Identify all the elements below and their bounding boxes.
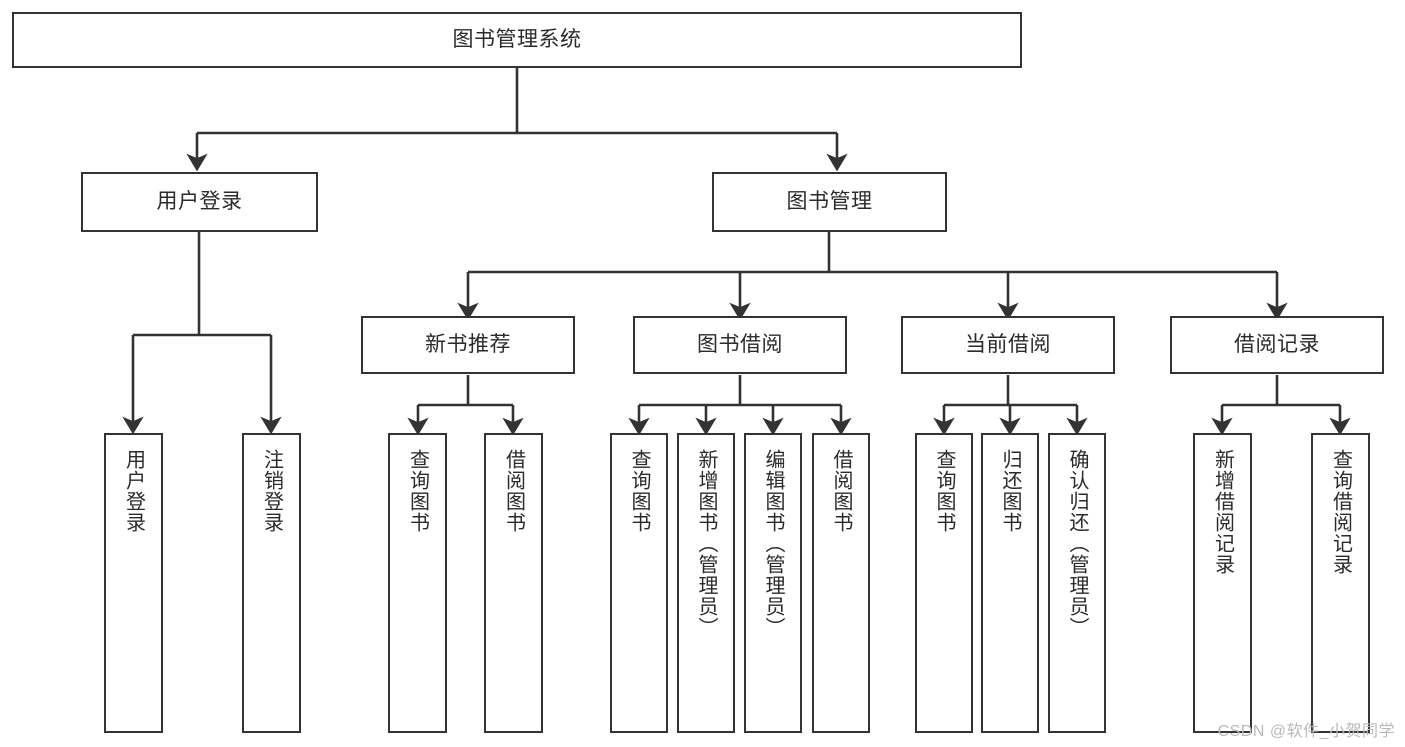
node-leaf-query-book-3[interactable]: 查询图书 [915,433,973,733]
node-current-borrow-label: 当前借阅 [965,332,1051,356]
node-book-manage[interactable]: 图书管理 [712,172,947,232]
node-leaf-query-record-label: 查询借阅记录 [1329,449,1352,575]
node-leaf-query-book-1-label: 查询图书 [406,449,429,533]
node-leaf-borrow-book-2-label: 借阅图书 [830,449,852,533]
node-root[interactable]: 图书管理系统 [12,12,1022,68]
node-leaf-add-record-label: 新增借阅记录 [1211,449,1234,575]
node-root-label: 图书管理系统 [452,27,582,51]
node-leaf-borrow-book-1-label: 借阅图书 [502,449,525,533]
node-book-borrow-label: 图书借阅 [697,332,783,356]
node-leaf-borrow-book-1[interactable]: 借阅图书 [484,433,543,733]
csdn-watermark: CSDN @软件_小贺同学 [1217,723,1395,740]
node-leaf-edit-book-label: 编辑图书（管理员） [762,449,784,638]
node-leaf-logout-login[interactable]: 注销登录 [242,433,301,733]
node-new-book-recommend[interactable]: 新书推荐 [361,316,575,374]
node-book-manage-label: 图书管理 [786,189,873,213]
node-leaf-query-record[interactable]: 查询借阅记录 [1311,433,1370,733]
node-new-book-recommend-label: 新书推荐 [425,332,511,356]
node-user-login-label: 用户登录 [156,189,243,213]
node-leaf-user-login[interactable]: 用户登录 [104,433,163,733]
node-leaf-query-book-3-label: 查询图书 [933,449,955,533]
node-leaf-confirm-return[interactable]: 确认归还（管理员） [1048,433,1106,733]
node-leaf-query-book-2[interactable]: 查询图书 [610,433,668,733]
node-borrow-record-label: 借阅记录 [1234,332,1320,356]
node-leaf-add-book-label: 新增图书（管理员） [695,449,717,638]
node-leaf-return-book-label: 归还图书 [999,449,1021,533]
node-leaf-confirm-return-label: 确认归还（管理员） [1066,449,1088,638]
node-leaf-query-book-2-label: 查询图书 [628,449,650,533]
node-leaf-user-login-label: 用户登录 [122,449,145,533]
node-leaf-add-book[interactable]: 新增图书（管理员） [677,433,735,733]
node-user-login[interactable]: 用户登录 [81,172,318,232]
node-leaf-logout-login-label: 注销登录 [260,449,283,533]
node-leaf-query-book-1[interactable]: 查询图书 [388,433,447,733]
node-leaf-add-record[interactable]: 新增借阅记录 [1193,433,1252,733]
node-leaf-edit-book[interactable]: 编辑图书（管理员） [744,433,802,733]
node-leaf-return-book[interactable]: 归还图书 [981,433,1039,733]
node-current-borrow[interactable]: 当前借阅 [901,316,1115,374]
node-book-borrow[interactable]: 图书借阅 [633,316,847,374]
node-borrow-record[interactable]: 借阅记录 [1170,316,1384,374]
node-leaf-borrow-book-2[interactable]: 借阅图书 [812,433,870,733]
